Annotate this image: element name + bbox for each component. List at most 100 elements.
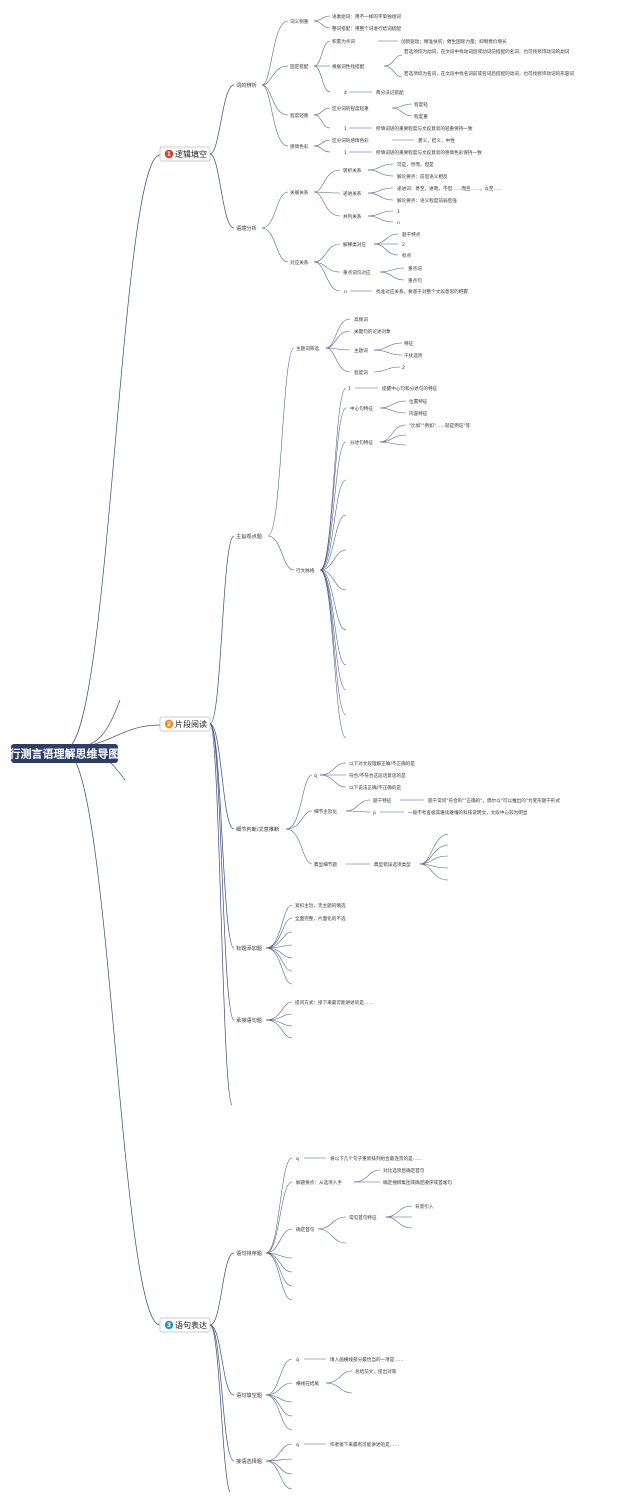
node-biao-ti-tian-jia-ti: 标题添加题 [236,944,262,952]
node-cheng-jie-yu-ju-ti: 承接语句题 [236,1016,262,1024]
leaf: 符合/不符合这段话意思的是 [349,772,406,779]
leaf: 位置特征 [409,398,428,405]
node-cheng-du-qing-zhong: 程度轻重 [290,112,309,119]
leaf: 1 [344,126,347,132]
leaf: 两分法记搭配 [376,89,404,96]
leaf: 整词搭配：用整个词进行结词搭配 [332,25,401,32]
leaf: 根据词性找搭配 [332,63,365,70]
branch-1-label: 逻辑填空 [175,149,207,159]
leaf: 解题要点：从选项入手 [296,1179,342,1186]
leaf: 重点词句对应 [343,269,371,276]
leaf: 语素组词：用不一样的字单独组词 [332,13,401,20]
leaf: 特征 [404,340,414,347]
node-xi-jie-pan-duan: 细节判断/文意推断 [236,825,279,833]
node-gu-ding-da-pei: 固定搭配 [290,63,309,70]
leaf: q [296,1443,299,1448]
node-q: q [314,774,317,779]
leaf: 提醒中心句和分述句的特征 [382,385,438,392]
leaf: 总结前文，提出对策 [355,1368,397,1375]
branch-passage-reading[interactable]: 2 片段阅读 [159,716,211,732]
node-jie-yu-xuan-ze-ti: 接语选择题 [236,1457,262,1465]
leaf: 填入画横线部分最恰当的一项是…… [330,1356,404,1363]
branch3-connectors [209,1157,413,1493]
leaf: 转折关系 [343,167,362,174]
leaf: 常见首句特征 [349,1214,377,1221]
leaf: 重点词 [408,265,422,272]
node-dui-ying-guan-xi: 对应关系 [290,259,309,266]
leaf: 2 [402,242,405,248]
node-yu-jing-fen-xi: 语境分析 [236,224,257,232]
leaf: 典型错误选项类型 [374,861,411,868]
node-zhu-ti-ci-shai-xuan: 主题词筛选 [296,345,319,352]
leaf: 1 [397,209,400,215]
branch1-nodes: 词的辨析 语境分析 词义侧重 固定搭配 程度轻重 感情色彩 语素组词：用不一样的… [236,13,574,295]
node-gan-qing-se-cai: 感情色彩 [290,143,309,150]
leaf: 褒义，贬义，中性 [418,137,455,144]
root-label: 行测言语理解思维导图 [9,747,120,761]
leaf: 递进词：甚至，进而，不但……而且……，以至…… [397,185,503,192]
leaf: 将以下几个句子重新排列组合最连贯的是…… [330,1155,422,1162]
leaf: 背景引入 [415,1203,434,1210]
leaf: 全面完整，片面化的不选 [295,915,346,922]
leaf: 标点 [402,252,412,259]
leaf: 主题词 [354,347,368,354]
leaf: 重点句 [408,277,422,284]
leaf: 程度词 [354,369,368,376]
leaf: 区分词的程度轻重 [332,105,369,112]
leaf: 高频词 [354,316,368,323]
leaf: 可是，然而，但是 [397,161,434,168]
branch-2-label: 片段阅读 [175,719,207,729]
leaf: 1 [348,386,351,392]
leaf: 干扰选项 [404,352,423,359]
leaf: 若选项均为动词，在文段中找动词后或动词前搭配的名词，也可找修饰动词的副词 [404,48,570,55]
leaf: q [296,1157,299,1162]
leaf: q [296,1358,299,1363]
root-node[interactable]: 行测言语理解思维导图 [9,744,120,763]
leaf: 积累为点词 [332,38,355,45]
node-ci-yi-ce-zhong: 词义侧重 [290,18,309,25]
leaf: 一般不考查极其难读难懂的科技说明文，文段中心较为明显 [408,809,528,816]
leaf: 程度重 [414,113,428,120]
leaf: 提问方式：接下来最可能讲述的是…… [295,999,374,1006]
leaf: 递进关系 [343,190,362,197]
branch3-nodes: 语句排序题 语句填空题 接语选择题 q 将以下几个句子重新排列组合最连贯的是……… [236,1155,452,1465]
branch-3-badge: 3 [167,1322,171,1329]
node-ci-de-bian-xi: 词的辨析 [236,81,257,89]
branch-2-badge: 2 [167,721,171,728]
leaf: 4 [344,90,347,96]
leaf: 解释类对应 [343,241,366,248]
leaf: 横线在结尾 [296,1380,319,1387]
leaf: 分述句特征 [350,439,373,446]
leaf: 紧扣主旨，无主题的慎选 [295,902,346,909]
leaf: 以下对文段理解正确/不正确的是 [349,760,415,767]
leaf: 题干特征 [373,797,392,804]
node-yu-ju-tian-kong-ti: 语句填空题 [236,1391,262,1399]
leaf: 所填词语的重要程度与文段意思的感情色彩保持一致 [376,149,482,156]
branch2-nodes: 主旨观点题 细节判断/文意推断 标题添加题 承接语句题 主题词筛选 行文脉络 高… [236,316,561,1024]
leaf: 以下说法正确/不正确的是 [349,784,401,791]
branch-logic-fill[interactable]: 1 逻辑填空 [159,146,211,162]
leaf: 作者接下来最有可能讲述的是…… [330,1441,399,1448]
leaf: 内容特征 [409,410,428,417]
leaf: 程度轻 [414,101,428,108]
node-zhu-zhi-guan-dian-ti: 主旨观点题 [236,532,262,540]
leaf: 并列关系 [343,213,362,220]
leaf: 中心句特征 [350,405,373,412]
leaf: "比如""例如"……就是例证"等 [409,422,471,429]
leaf: 解论要点：前后语义相反 [397,173,448,180]
root-connectors [65,154,161,1326]
leaf: 确定捆绑集团或确定顺序或首尾句 [383,1179,452,1186]
node-xing-wen-mai-luo: 行文脉络 [296,567,315,574]
leaf: 2 [402,365,405,371]
leaf: n [344,290,347,295]
leaf: 确定首句 [296,1226,315,1233]
leaf: 若选项均为名词，在文段中找名词前或名词后搭配的动词，也可找修饰动词的形容词 [404,70,574,77]
leaf: 所填词语的重要程度与文段意思的轻重保持一致 [376,125,473,132]
leaf: 区分词的感情色彩 [332,137,369,144]
leaf: 题干特点 [402,231,421,238]
leaf: 创新驱动；精准扶贫；催生国际力量；抑制费价增长 [401,38,507,45]
leaf: 1 [344,150,347,156]
branch-sentence-expression[interactable]: 3 语句表达 [159,1317,211,1333]
leaf: 解论要点：语义程度前弱后强 [397,197,457,204]
